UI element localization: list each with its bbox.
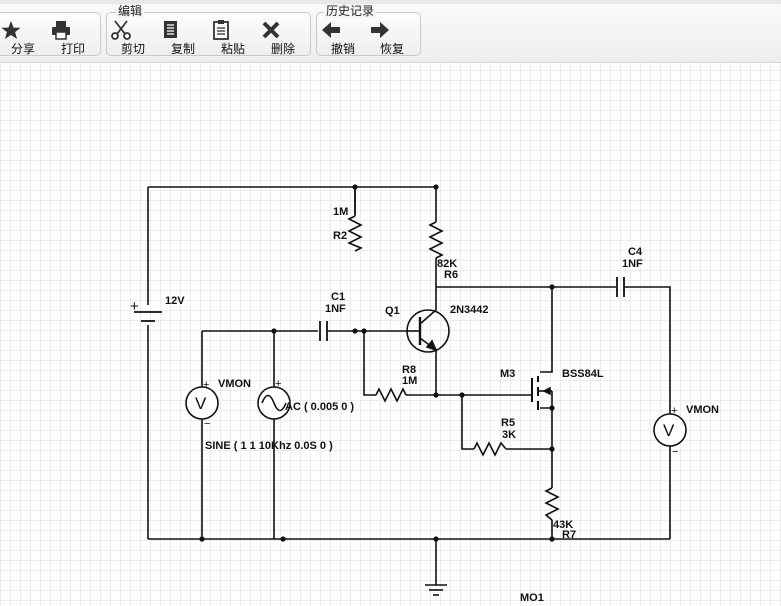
delete-label: 删除 xyxy=(270,42,295,56)
vmon-right-minus: − xyxy=(672,446,678,458)
print-button[interactable]: 打印 xyxy=(50,18,96,58)
schematic-canvas[interactable]: + 12V 1M R2 82K R6 C1 1NF Q1 2N3442 C4 1… xyxy=(0,63,781,606)
undo-label: 撤销 xyxy=(330,42,355,56)
file-group xyxy=(0,12,101,56)
ac-source-label: AC ( 0.005 0 ) xyxy=(285,401,354,413)
copy-icon xyxy=(164,21,177,38)
circuit-schematic: + 12V 1M R2 82K R6 C1 1NF Q1 2N3442 C4 1… xyxy=(130,184,719,604)
wire-r5[interactable] xyxy=(461,395,552,450)
arrow-right-icon xyxy=(371,22,389,38)
resistor-r2[interactable] xyxy=(347,215,363,252)
wire-m3-drain[interactable] xyxy=(540,287,553,373)
wire-collector[interactable] xyxy=(436,286,671,539)
copy-button[interactable]: 复制 xyxy=(160,18,206,58)
r8-name-label: R8 xyxy=(402,364,416,376)
undo-button[interactable]: 撤销 xyxy=(320,18,366,58)
star-icon xyxy=(1,21,21,39)
junction-dot xyxy=(459,392,465,398)
ac-plus: + xyxy=(275,378,281,390)
c1-value-label: 1NF xyxy=(325,303,346,315)
q1-name-label: Q1 xyxy=(385,305,400,317)
junction-dot xyxy=(549,405,555,411)
r2-value-label: 1M xyxy=(333,206,348,218)
copy-label: 复制 xyxy=(170,42,195,56)
r8-value-label: 1M xyxy=(402,375,417,387)
delete-x-icon xyxy=(262,21,280,39)
voltmeter-right[interactable] xyxy=(653,413,687,447)
junction-dot xyxy=(352,328,358,334)
r6-name-label: R6 xyxy=(444,269,458,281)
m3-part-label: BSS84L xyxy=(562,368,604,380)
transistor-q1[interactable] xyxy=(406,309,450,353)
ground-label: MO1 xyxy=(520,592,544,604)
c4-value-label: 1NF xyxy=(622,258,643,270)
sine-source-label: SINE ( 1 1 10Khz 0.0S 0 ) xyxy=(205,440,333,452)
battery-voltage-label: 12V xyxy=(165,295,185,307)
scissors-icon xyxy=(111,20,131,40)
vmon-left-glyph: V xyxy=(195,394,207,413)
vmon-right-glyph: V xyxy=(663,421,675,440)
r5-name-label: R5 xyxy=(501,417,515,429)
resistor-r8[interactable] xyxy=(375,387,407,403)
delete-button[interactable]: 删除 xyxy=(260,18,306,58)
resistor-r6[interactable] xyxy=(428,221,444,259)
history-group-label: 历史记录 xyxy=(324,4,377,18)
vmon-left-plus: + xyxy=(203,379,209,391)
cut-button[interactable]: 剪切 xyxy=(110,18,156,58)
r7-name-label: R7 xyxy=(562,529,576,541)
m3-name-label: M3 xyxy=(500,368,515,380)
redo-button[interactable]: 恢复 xyxy=(369,18,415,58)
junction-dot xyxy=(280,536,286,542)
redo-label: 恢复 xyxy=(379,42,404,56)
paste-icon xyxy=(213,20,229,40)
q1-part-label: 2N3442 xyxy=(450,304,489,316)
battery-plus-label: + xyxy=(130,298,139,315)
junction-dot xyxy=(361,328,367,334)
vmon-right-label: VMON xyxy=(686,404,719,416)
history-group xyxy=(316,12,421,56)
printer-icon xyxy=(52,21,70,40)
share-label: 分享 xyxy=(10,42,35,56)
junction-dot xyxy=(433,392,439,398)
sine-wave-icon xyxy=(261,394,287,412)
junction-dot xyxy=(433,184,439,190)
arrow-left-icon xyxy=(322,22,340,38)
junction-dot xyxy=(549,536,555,542)
junction-dot xyxy=(271,328,277,334)
r7-value-label: 43K xyxy=(553,519,573,531)
print-label: 打印 xyxy=(60,42,85,56)
toolbar: 分享 打印 编辑 剪切 复制 粘贴 删除 历史记录 撤销 恢复 xyxy=(0,0,781,63)
vmon-left-minus: − xyxy=(204,418,210,430)
resistor-r7[interactable] xyxy=(544,487,560,521)
junction-dot xyxy=(433,536,439,542)
junction-dot xyxy=(352,184,358,190)
junction-dot xyxy=(549,284,555,290)
resistor-r5[interactable] xyxy=(473,441,507,457)
paste-button[interactable]: 粘贴 xyxy=(210,18,256,58)
ground-symbol[interactable] xyxy=(425,584,447,596)
cut-label: 剪切 xyxy=(120,42,145,56)
mosfet-m3[interactable] xyxy=(531,376,553,410)
c4-name-label: C4 xyxy=(628,246,643,258)
junction-dot xyxy=(199,536,205,542)
r6-value-label: 82K xyxy=(437,258,457,270)
paste-label: 粘贴 xyxy=(220,42,245,56)
vmon-left-label: VMON xyxy=(218,378,251,390)
tab-strip xyxy=(0,0,781,4)
share-button[interactable]: 分享 xyxy=(0,18,46,58)
junction-dot xyxy=(549,446,555,452)
voltmeter-left[interactable] xyxy=(185,386,219,420)
edit-group-label: 编辑 xyxy=(116,4,145,18)
r2-name-label: R2 xyxy=(333,230,347,242)
r5-value-label: 3K xyxy=(502,429,516,441)
c1-name-label: C1 xyxy=(331,291,345,303)
vmon-right-plus: + xyxy=(671,405,677,417)
